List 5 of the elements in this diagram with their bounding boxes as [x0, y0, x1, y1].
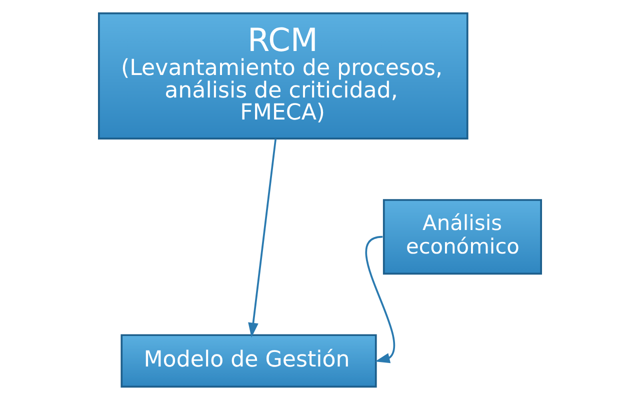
- arrow: [365, 236, 396, 364]
- node-box: RCM (Levantamiento de procesos, análisis de criticidad, FMECA): [98, 12, 468, 140]
- node-box: Análisis económico: [382, 199, 542, 275]
- node-box: Modelo de Gestión: [120, 334, 377, 388]
- arrow: [248, 138, 277, 338]
